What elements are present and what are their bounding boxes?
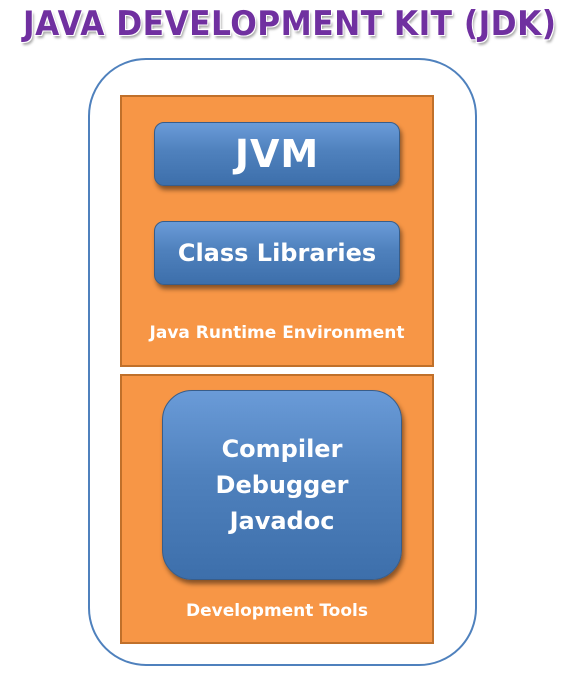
class-libraries-label: Class Libraries — [177, 239, 377, 267]
development-tools-box: Compiler Debugger Javadoc — [162, 390, 402, 580]
jvm-box: JVM — [154, 122, 400, 186]
tool-item-debugger: Debugger — [215, 471, 349, 499]
jvm-label: JVM — [234, 132, 320, 176]
tool-item-javadoc: Javadoc — [229, 507, 335, 535]
development-tools-label: Development Tools — [186, 601, 368, 621]
diagram-title: JAVA DEVELOPMENT KIT (JDK) — [23, 4, 557, 44]
jre-label: Java Runtime Environment — [149, 323, 405, 343]
tool-item-compiler: Compiler — [221, 435, 343, 463]
class-libraries-box: Class Libraries — [154, 221, 400, 285]
